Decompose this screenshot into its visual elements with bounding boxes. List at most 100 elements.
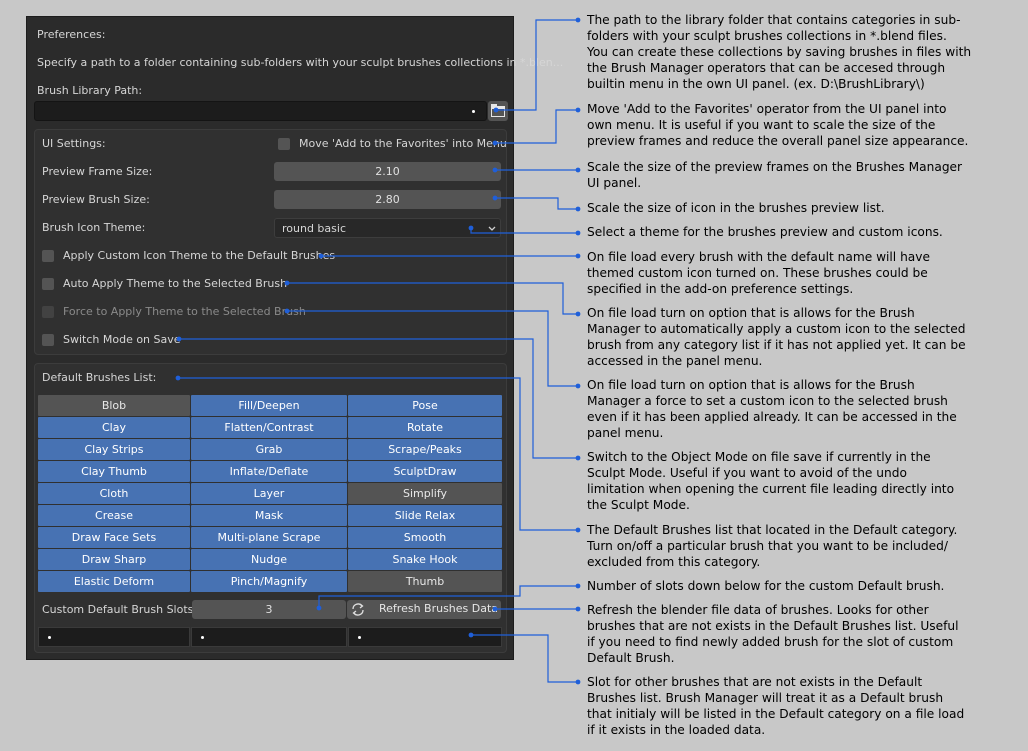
preview-frame-size-field[interactable]: 2.10	[274, 162, 501, 181]
brush-toggle-button[interactable]: Scrape/Peaks	[348, 439, 502, 460]
brush-toggle-button[interactable]: Clay Strips	[38, 439, 190, 460]
connector-line	[179, 338, 578, 459]
switch-mode-checkbox[interactable]	[42, 334, 54, 346]
chevron-down-icon	[488, 226, 496, 231]
connector-dot	[176, 336, 182, 342]
favorites-menu-label: Move 'Add to the Favorites' into Menu	[299, 137, 507, 150]
connector-dot	[575, 679, 581, 685]
brush-toggle-button[interactable]: Smooth	[348, 527, 502, 548]
brush-toggle-button[interactable]: Flatten/Contrast	[191, 417, 347, 438]
connector-line	[470, 228, 578, 234]
brush-toggle-button[interactable]: Draw Face Sets	[38, 527, 190, 548]
force-apply-label: Force to Apply Theme to the Selected Bru…	[63, 305, 306, 318]
connector-dot	[575, 311, 581, 317]
brush-toggle-button[interactable]: SculptDraw	[348, 461, 502, 482]
connector-line	[496, 19, 578, 111]
connector-line	[318, 585, 578, 608]
brush-toggle-button[interactable]: Nudge	[191, 549, 347, 570]
connector-line	[287, 310, 578, 387]
annotation-apply-custom-icon: On file load every brush with the defaul…	[587, 250, 930, 296]
library-path-field[interactable]	[34, 101, 487, 121]
brush-toggle-button[interactable]: Grab	[191, 439, 347, 460]
favorites-menu-checkbox[interactable]	[278, 138, 290, 150]
connector-dot	[575, 206, 581, 212]
slot-dot-icon	[48, 636, 51, 639]
brush-toggle-button[interactable]: Snake Hook	[348, 549, 502, 570]
connector-dot	[492, 195, 498, 201]
connector-dot	[468, 225, 474, 231]
connector-dot	[492, 140, 498, 146]
icon-theme-label: Brush Icon Theme:	[42, 221, 146, 234]
annotation-slot-count: Number of slots down below for the custo…	[587, 579, 945, 593]
connector-dot	[284, 280, 290, 286]
auto-apply-checkbox[interactable]	[42, 278, 54, 290]
refresh-brushes-button[interactable]: Refresh Brushes Data	[347, 600, 501, 619]
connector-dot	[575, 107, 581, 113]
connector-dot	[468, 632, 474, 638]
brush-toggle-button[interactable]: Slide Relax	[348, 505, 502, 526]
preferences-heading: Preferences:	[37, 28, 106, 41]
preferences-description: Specify a path to a folder containing su…	[37, 56, 564, 69]
brush-toggle-button[interactable]: Thumb	[348, 571, 502, 592]
brush-toggle-button[interactable]: Mask	[191, 505, 347, 526]
brush-toggle-button[interactable]: Inflate/Deflate	[191, 461, 347, 482]
annotation-icon-theme: Select a theme for the brushes preview a…	[587, 225, 943, 239]
custom-slot-1[interactable]	[38, 627, 190, 647]
brush-toggle-button[interactable]: Clay Thumb	[38, 461, 190, 482]
auto-apply-label: Auto Apply Theme to the Selected Brush	[63, 277, 288, 290]
connector-dot	[575, 583, 581, 589]
brush-toggle-button[interactable]: Layer	[191, 483, 347, 504]
apply-custom-icon-checkbox[interactable]	[42, 250, 54, 262]
brush-toggle-button[interactable]: Crease	[38, 505, 190, 526]
custom-slot-3[interactable]	[348, 627, 502, 647]
connector-line	[178, 377, 578, 531]
brush-toggle-button[interactable]: Simplify	[348, 483, 502, 504]
connector-dot	[318, 253, 324, 259]
annotation-preview-brush: Scale the size of icon in the brushes pr…	[587, 201, 885, 215]
connector-dot	[575, 167, 581, 173]
connector-line	[495, 109, 578, 144]
annotation-custom-slots: Slot for other brushes that are not exis…	[587, 675, 965, 737]
slot-dot-icon	[358, 636, 361, 639]
brush-toggle-button[interactable]: Rotate	[348, 417, 502, 438]
slots-count-field[interactable]: 3	[192, 600, 346, 619]
preview-brush-size-field[interactable]: 2.80	[274, 190, 501, 209]
folder-icon	[491, 104, 505, 117]
annotation-force-apply: On file load turn on option that is allo…	[587, 378, 957, 440]
icon-theme-dropdown[interactable]: round basic	[274, 218, 501, 238]
brush-toggle-button[interactable]: Multi-plane Scrape	[191, 527, 347, 548]
brush-toggle-button[interactable]: Cloth	[38, 483, 190, 504]
annotation-preview-frame: Scale the size of the preview frames on …	[587, 160, 963, 190]
brush-toggle-button[interactable]: Blob	[38, 395, 190, 416]
connector-line	[287, 282, 578, 315]
brush-toggle-button[interactable]: Clay	[38, 417, 190, 438]
library-path-label: Brush Library Path:	[37, 84, 143, 97]
connector-line	[471, 634, 578, 683]
brush-toggle-button[interactable]: Draw Sharp	[38, 549, 190, 570]
icon-theme-value: round basic	[282, 222, 346, 235]
connector-dot	[575, 230, 581, 236]
annotation-refresh: Refresh the blender file data of brushes…	[587, 603, 959, 665]
default-brushes-label: Default Brushes List:	[42, 371, 157, 384]
brush-toggle-button[interactable]: Elastic Deform	[38, 571, 190, 592]
annotation-auto-apply: On file load turn on option that is allo…	[587, 306, 966, 368]
connector-dot	[575, 527, 581, 533]
force-apply-checkbox[interactable]	[42, 306, 54, 318]
brush-toggle-button[interactable]: Fill/Deepen	[191, 395, 347, 416]
ui-settings-label: UI Settings:	[42, 137, 106, 150]
custom-slot-2[interactable]	[191, 627, 347, 647]
annotation-library-path: The path to the library folder that cont…	[587, 13, 972, 91]
slot-dot-icon	[201, 636, 204, 639]
brush-toggle-button[interactable]: Pose	[348, 395, 502, 416]
refresh-icon	[352, 603, 364, 616]
connector-dot	[493, 107, 499, 113]
connector-line	[495, 197, 578, 210]
connector-dot	[316, 605, 322, 611]
connector-dot	[575, 253, 581, 259]
connector-dot	[492, 167, 498, 173]
connector-dot	[575, 455, 581, 461]
path-dot-icon	[472, 110, 475, 113]
brush-toggle-button[interactable]: Pinch/Magnify	[191, 571, 347, 592]
